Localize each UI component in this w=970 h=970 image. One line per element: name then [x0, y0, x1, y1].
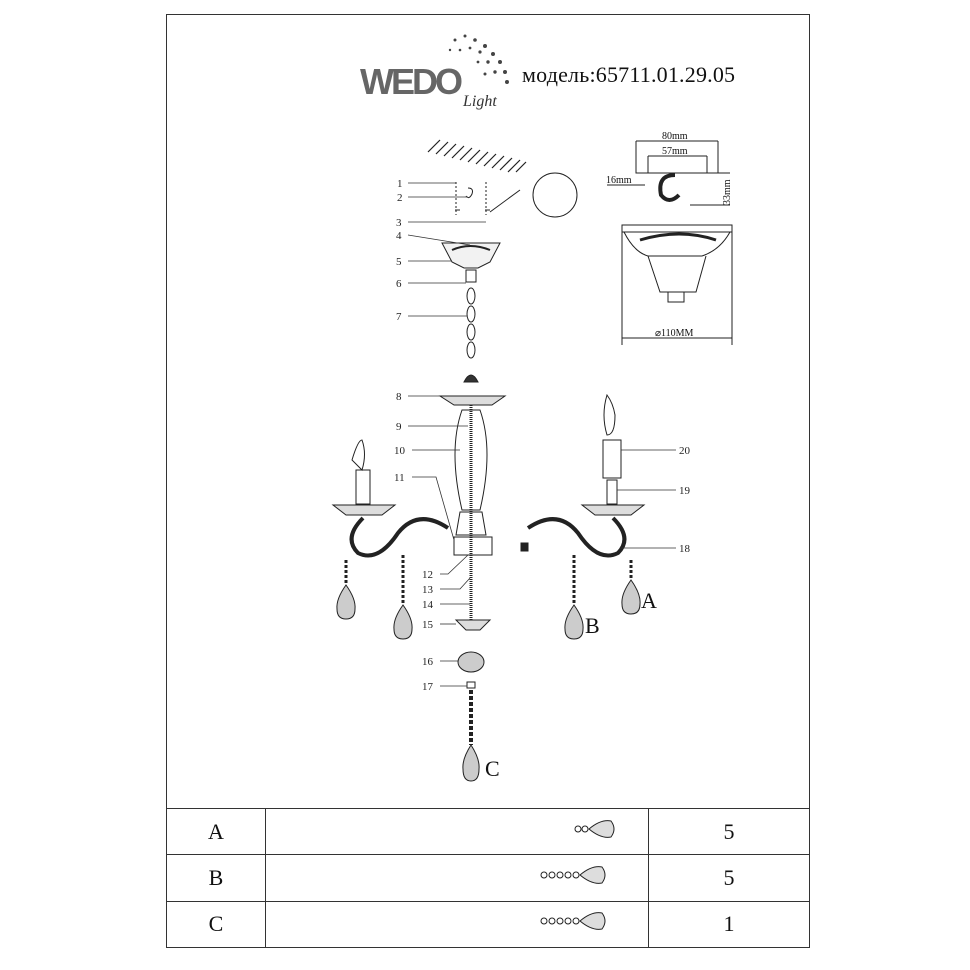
part-label-7: 7	[396, 311, 402, 323]
pendant-b-icon	[540, 866, 606, 884]
part-qty: 1	[648, 900, 810, 949]
dim-hook-height: 33mm	[722, 179, 733, 205]
part-qty: 5	[648, 854, 810, 902]
dim-width-outer: 80mm	[662, 131, 688, 142]
pendant-letter-c: C	[485, 756, 500, 781]
model-number: модель:65711.01.29.05	[522, 62, 736, 87]
dim-canopy-diameter: ⌀110MM	[655, 328, 694, 339]
dim-width-inner: 57mm	[662, 146, 688, 157]
part-label-4: 4	[396, 230, 402, 242]
part-label-11: 11	[394, 472, 405, 484]
pendant-letter-a: A	[641, 588, 657, 613]
drawing-frame	[166, 14, 810, 948]
pendant-a-icon	[574, 819, 615, 838]
part-code: C	[166, 900, 266, 949]
part-label-6: 6	[396, 278, 402, 290]
pendant-illustration	[265, 807, 649, 856]
part-label-18: 18	[679, 543, 691, 555]
part-label-10: 10	[394, 445, 406, 457]
parts-table: A 5 B 5 C 1	[166, 807, 810, 949]
svg-text:WEDO: WEDO	[360, 61, 462, 102]
part-label-9: 9	[396, 421, 402, 433]
ceiling-hatch	[427, 139, 527, 173]
part-label-2: 2	[397, 192, 403, 204]
table-row: C 1	[166, 900, 810, 949]
chandelier-body	[331, 172, 646, 782]
part-label-1: 1	[397, 178, 403, 190]
part-label-5: 5	[396, 256, 402, 268]
pendant-illustration	[265, 900, 649, 949]
part-code: B	[166, 854, 266, 902]
pendant-illustration	[265, 854, 649, 902]
part-labels: 1 2 3 4 5 6 7 8 9 10 11 12 13 14 15 16 1…	[394, 178, 691, 693]
dim-hook-offset: 16mm	[606, 175, 632, 186]
part-label-14: 14	[422, 599, 434, 611]
part-label-19: 19	[679, 485, 691, 497]
part-label-20: 20	[679, 445, 691, 457]
canopy-dimension-drawing	[607, 140, 733, 345]
svg-text:Light: Light	[462, 93, 497, 110]
part-qty: 5	[648, 807, 810, 856]
pendant-c-icon	[540, 912, 606, 931]
part-label-3: 3	[396, 217, 402, 229]
table-row: B 5	[166, 854, 810, 902]
part-code: A	[166, 807, 266, 856]
pendant-letter-b: B	[585, 613, 600, 638]
brand-logo: WEDO Light	[360, 34, 509, 110]
part-label-13: 13	[422, 584, 434, 596]
part-label-12: 12	[422, 569, 433, 581]
table-row: A 5	[166, 807, 810, 856]
part-label-15: 15	[422, 619, 434, 631]
part-label-16: 16	[422, 656, 434, 668]
part-label-17: 17	[422, 681, 434, 693]
part-label-8: 8	[396, 391, 402, 403]
leader-lines	[407, 182, 676, 687]
